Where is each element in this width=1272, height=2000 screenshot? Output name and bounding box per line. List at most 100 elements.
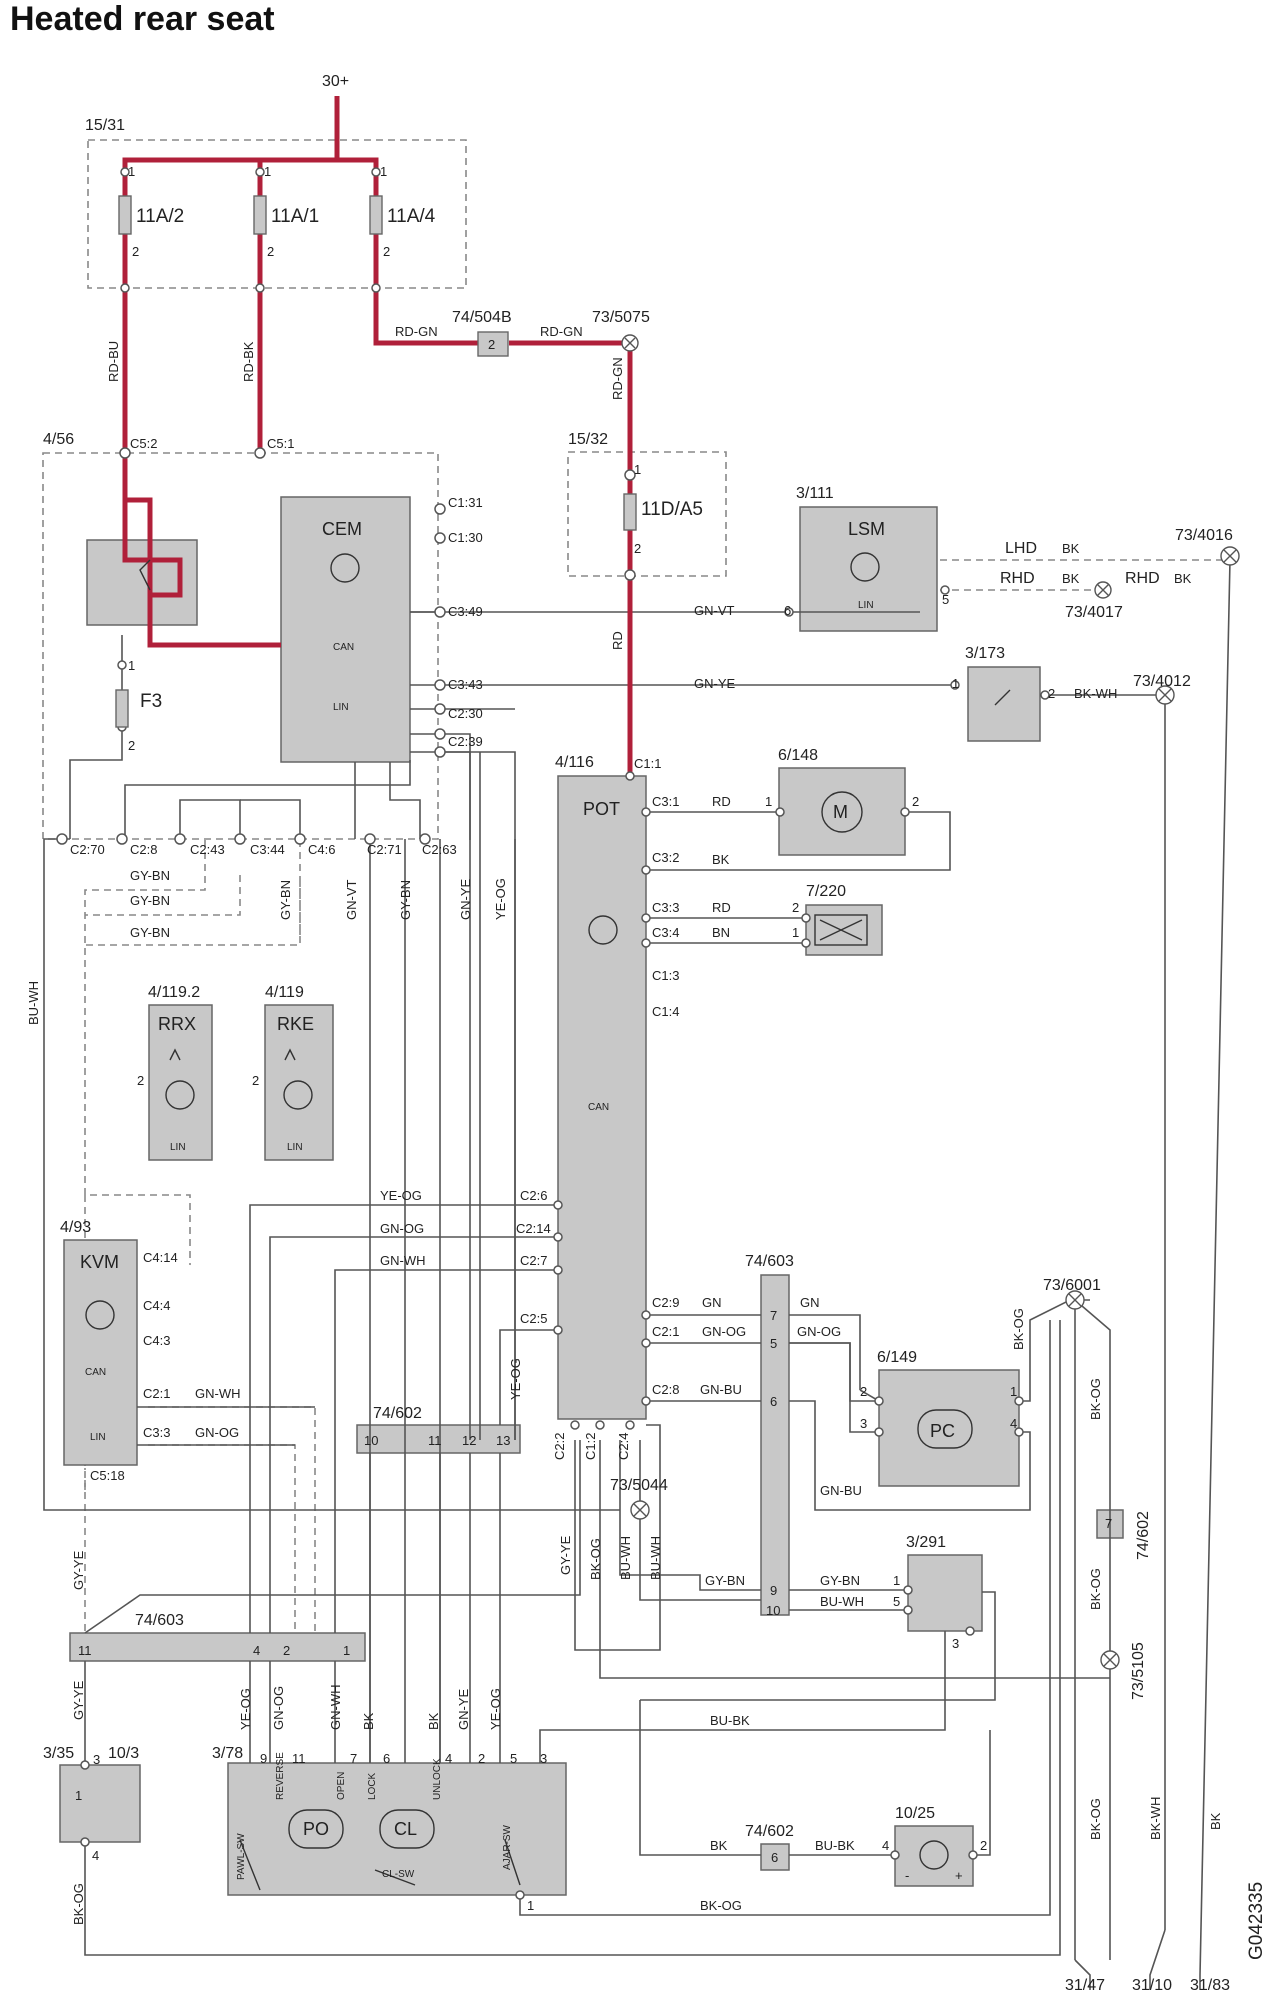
label-m103: 10/3 [108,1745,139,1762]
label-lsm: LSM [848,519,885,539]
fuse-11d-a5 [623,493,637,531]
label-w_bkog6: BK-OG [700,1898,742,1913]
fusebox-15-32-outline [567,451,727,577]
ground-73-4012 [1155,685,1175,705]
label-w_gnbu2: GN-BU [820,1483,862,1498]
label-m335: 3/35 [43,1745,74,1762]
fusebox-15-31-outline [87,139,467,289]
label-p12: 12 [462,1433,476,1448]
label-c344: C3:44 [250,842,285,857]
label-c24: C2:4 [616,1433,631,1460]
switch-3-291 [907,1554,983,1632]
label-bk1: BK [1062,541,1080,556]
label-m7220: 7/220 [806,883,846,900]
label-c130: C1:30 [448,530,483,545]
label-g3183: 31/83 [1190,1977,1230,1994]
label-h3: 3 [93,1752,100,1767]
label-c26: C2:6 [520,1188,547,1203]
label-w_bk7: BK [710,1838,728,1853]
label-w_rdgn3: RD-GN [610,357,625,400]
label-w_gnvt2: GN-VT [344,880,359,921]
label-mp1: 1 [765,794,772,809]
label-m1532: 15/32 [568,431,608,448]
label-r7: 7 [1105,1516,1112,1531]
label-w_gybn3: GY-BN [130,925,170,940]
ground-73-4016 [1220,546,1240,566]
supply-label: 30+ [322,73,349,90]
label-m74602b: 74/602 [1135,1511,1152,1560]
label-c518: C5:18 [90,1468,125,1483]
label-f11dp2: 2 [634,541,641,556]
label-m4119: 4/119 [265,984,304,1001]
label-lp2: 2 [980,1838,987,1853]
label-unlock: UNLOCK [432,1758,443,1800]
label-h4: 4 [92,1848,99,1863]
label-w_bkog7: BK-OG [1088,1798,1103,1840]
label-c263: C2:63 [422,842,457,857]
label-m41192: 4/119.2 [148,984,200,1001]
label-w_gnvt: GN-VT [694,603,735,618]
label-l11: 11 [292,1751,306,1766]
label-w_gnog4: GN-OG [797,1324,841,1339]
label-g5044: 73/5044 [610,1477,668,1494]
motor-6-148 [778,767,906,856]
label-p2b: 2 [267,244,274,259]
rke-module [264,1004,334,1161]
label-m456: 4/56 [43,431,74,448]
label-c28p: C2:8 [652,1382,679,1397]
label-f3p1: 1 [128,658,135,673]
connector-74-504b [477,331,509,357]
label-pawlsw: PAWL-SW [236,1833,247,1880]
label-pot: POT [583,799,620,819]
label-pcp1: 1 [1010,1384,1017,1399]
label-kvmlin: LIN [90,1432,106,1443]
label-w_bubk1: BU-BK [710,1713,750,1728]
label-b1: 1 [343,1643,350,1658]
label-w_gnye1: GN-YE [694,676,736,691]
label-w_gn2: GN [800,1295,820,1310]
label-l1: 1 [527,1898,534,1913]
lsm-module [799,506,938,632]
label-q7: 7 [770,1308,777,1323]
label-w_bkog4: BK-OG [588,1538,603,1580]
label-s173p2: 2 [1048,686,1055,701]
label-rrxp2: 2 [137,1073,144,1088]
label-c34: C3:4 [652,925,679,940]
label-g4016: 73/4016 [1175,527,1233,544]
label-pcp3: 3 [860,1416,867,1431]
label-c33k: C3:3 [143,1425,170,1440]
label-w_yeog2: YE-OG [380,1188,422,1203]
label-g5105: 73/5105 [1130,1642,1147,1700]
ground-73-6001 [1065,1290,1085,1310]
label-w_rd2: RD [712,794,731,809]
label-q5: 5 [770,1336,777,1351]
label-cemlin: LIN [333,702,349,713]
label-w_gybn5: GY-BN [398,880,413,920]
label-g5075: 73/5075 [592,309,650,326]
label-c43: C4:3 [143,1333,170,1348]
label-w_rdgn2: RD-GN [540,324,583,339]
label-w_gybn2: GY-BN [130,893,170,908]
label-c414: C4:14 [143,1250,178,1265]
label-w_buwh3: BU-WH [648,1536,663,1580]
label-w_bkog2: BK-OG [1088,1378,1103,1420]
label-mp2: 2 [912,794,919,809]
label-w_bubk2: BU-BK [815,1838,855,1853]
label-l4: 4 [445,1751,452,1766]
label-cemcan: CAN [333,642,354,653]
label-hp2: 2 [792,900,799,915]
label-plus: + [955,1868,963,1883]
label-c131: C1:31 [448,495,483,510]
label-s291p3: 3 [952,1636,959,1651]
label-w_buwh1: BU-WH [26,981,41,1025]
label-p2a: 2 [132,244,139,259]
label-w_yeog4: YE-OG [238,1688,253,1730]
label-m1025: 10/25 [895,1805,935,1822]
label-l9: 9 [260,1751,267,1766]
label-m6149: 6/149 [877,1349,917,1366]
label-f3: 11A/4 [387,206,436,227]
label-c271: C2:71 [367,842,402,857]
label-rhd1: RHD [1000,570,1035,587]
label-lsmlin: LIN [858,600,874,611]
